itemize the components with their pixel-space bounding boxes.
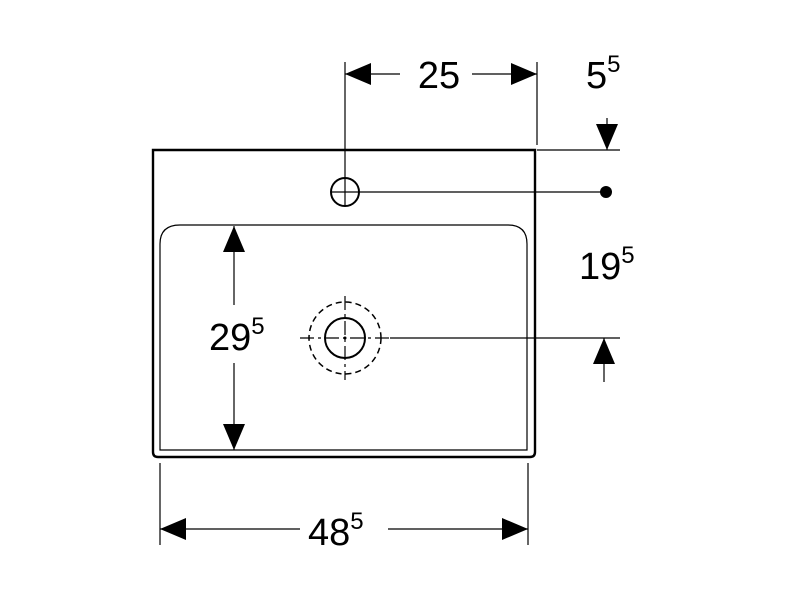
svg-text:25: 25 (418, 55, 460, 97)
basin-outer-outline (151, 148, 537, 459)
dimension-48-5-superscript: 5 (350, 508, 363, 535)
svg-text:55: 55 (586, 51, 621, 97)
dimension-29-5-superscript: 5 (251, 313, 264, 340)
dimension-5-5: 55 (537, 51, 621, 198)
dimension-29-5-value: 29 (209, 317, 251, 359)
dimension-29-5: 295 (209, 226, 265, 450)
dimension-5-5-value: 5 (586, 55, 607, 97)
tap-hole (330, 62, 606, 207)
dimension-48-5: 485 (159, 463, 529, 554)
dimension-25: 25 (345, 55, 538, 145)
drain-outlet (300, 296, 620, 380)
dimension-19-5: 195 (579, 242, 635, 382)
svg-text:195: 195 (579, 242, 635, 288)
dimension-19-5-superscript: 5 (621, 242, 634, 269)
dimension-5-5-superscript: 5 (607, 51, 620, 78)
dimension-48-5-value: 48 (308, 512, 350, 554)
dimension-25-value: 25 (418, 55, 460, 97)
svg-text:295: 295 (209, 313, 265, 359)
dimension-19-5-value: 19 (579, 246, 621, 288)
svg-text:485: 485 (308, 508, 364, 554)
basin-bowl-outline (159, 224, 528, 451)
